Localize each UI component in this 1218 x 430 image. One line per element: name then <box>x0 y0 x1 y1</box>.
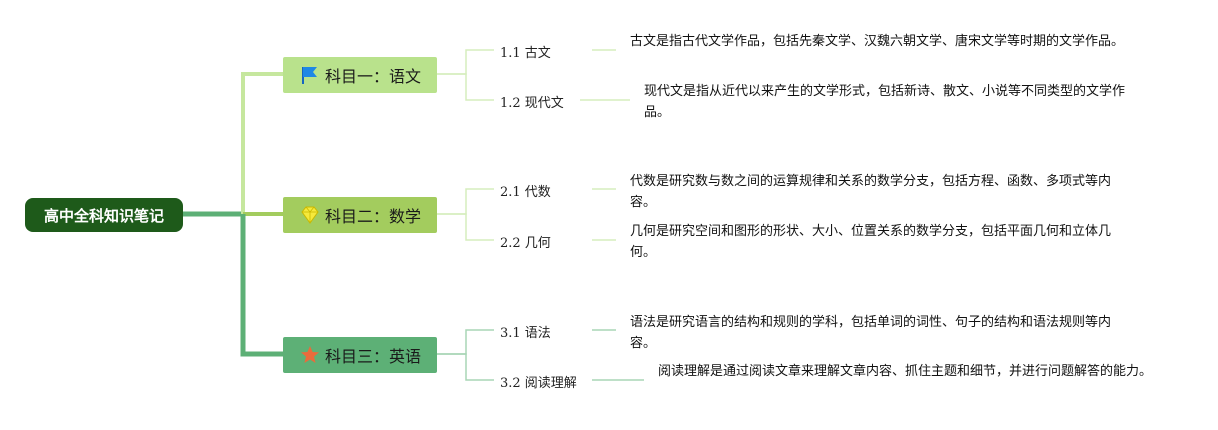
subtopic-1-2[interactable]: 1.2 现代文 <box>500 92 564 111</box>
topic-label: 科目一：语文 <box>324 67 421 86</box>
branch-1-2 <box>437 73 494 101</box>
description-3-2[interactable]: 阅读理解是通过阅读文章来理解文章内容、抓住主题和细节，并进行问题解答的能力。 <box>658 361 1158 382</box>
branch-3-2 <box>437 353 494 381</box>
topic-subject-2[interactable]: 科目二：数学 <box>283 197 437 233</box>
subtopic-label: 3.1 语法 <box>500 326 551 341</box>
subtopic-2-2[interactable]: 2.2 几何 <box>500 232 551 251</box>
subtopic-label: 1.1 古文 <box>500 46 551 61</box>
branch-1-1 <box>437 49 494 75</box>
topic-label: 科目三：英语 <box>324 347 421 366</box>
branch-subject-3 <box>240 214 283 357</box>
root-node[interactable]: 高中全科知识笔记 <box>25 198 183 232</box>
description-1-2[interactable]: 现代文是指从近代以来产生的文学形式，包括新诗、散文、小说等不同类型的文学作品。 <box>644 81 1144 123</box>
diamond-icon <box>299 204 321 226</box>
topic-subject-1[interactable]: 科目一：语文 <box>283 57 437 93</box>
subtopic-label: 2.2 几何 <box>500 236 551 251</box>
subtopic-label: 3.2 阅读理解 <box>500 376 577 391</box>
topic-subject-3[interactable]: 科目三：英语 <box>283 337 437 373</box>
description-3-1[interactable]: 语法是研究语言的结构和规则的学科，包括单词的词性、句子的结构和语法规则等内容。 <box>630 312 1130 354</box>
topic-label: 科目二：数学 <box>324 207 421 226</box>
description-text: 阅读理解是通过阅读文章来理解文章内容、抓住主题和细节，并进行问题解答的能力。 <box>658 364 1153 379</box>
star-icon <box>299 344 321 366</box>
branch-2-2 <box>437 213 494 241</box>
subtopic-1-1[interactable]: 1.1 古文 <box>500 42 551 61</box>
subtopic-3-2[interactable]: 3.2 阅读理解 <box>500 372 577 391</box>
description-2-2[interactable]: 几何是研究空间和图形的形状、大小、位置关系的数学分支，包括平面几何和立体几何。 <box>630 221 1130 263</box>
description-text: 古文是指古代文学作品，包括先秦文学、汉魏六朝文学、唐宋文学等时期的文学作品。 <box>630 34 1125 49</box>
root-label: 高中全科知识笔记 <box>43 206 164 225</box>
description-text: 几何是研究空间和图形的形状、大小、位置关系的数学分支，包括平面几何和立体几何。 <box>630 224 1112 260</box>
subtopic-3-1[interactable]: 3.1 语法 <box>500 322 551 341</box>
branch-subject-1 <box>241 72 283 214</box>
flag-icon <box>299 64 321 86</box>
description-text: 语法是研究语言的结构和规则的学科，包括单词的词性、句子的结构和语法规则等内容。 <box>630 315 1112 351</box>
subtopic-2-1[interactable]: 2.1 代数 <box>500 181 551 200</box>
subtopic-label: 1.2 现代文 <box>500 96 564 111</box>
description-text: 代数是研究数与数之间的运算规律和关系的数学分支，包括方程、函数、多项式等内容。 <box>630 174 1112 210</box>
branch-2-1 <box>437 188 494 215</box>
description-1-1[interactable]: 古文是指古代文学作品，包括先秦文学、汉魏六朝文学、唐宋文学等时期的文学作品。 <box>630 31 1130 52</box>
branch-3-1 <box>437 329 494 355</box>
description-text: 现代文是指从近代以来产生的文学形式，包括新诗、散文、小说等不同类型的文学作品。 <box>644 84 1126 120</box>
description-2-1[interactable]: 代数是研究数与数之间的运算规律和关系的数学分支，包括方程、函数、多项式等内容。 <box>630 171 1130 213</box>
subtopic-label: 2.1 代数 <box>500 185 551 200</box>
